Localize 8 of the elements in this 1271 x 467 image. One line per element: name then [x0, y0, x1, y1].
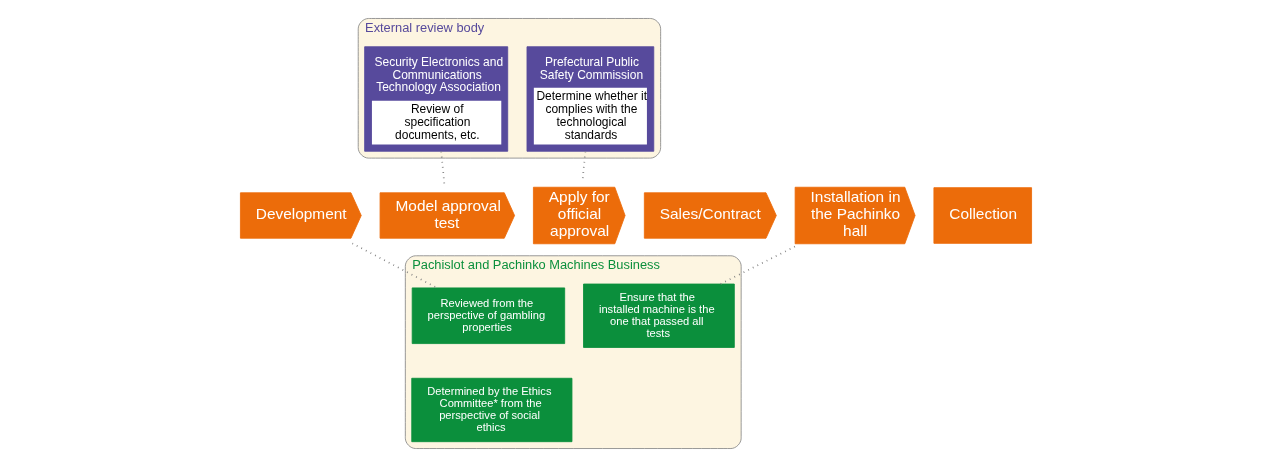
- node-box: Determined by the Ethics Committee* from the perspective of social ethics: [410, 377, 572, 443]
- node-box: Ensure that the installed machine is the one that passed all tests: [582, 283, 735, 348]
- node-box: Prefectural Public Safety Commission Determine whether it complies with the technological standards: [526, 46, 654, 152]
- node-box: Reviewed from the perspective of gambling properties: [411, 287, 565, 344]
- connector: [351, 242, 438, 289]
- node-box: Collection: [933, 187, 1032, 244]
- node-box: Security Electronics and Communications Technology Association Review of specification documents, etc.: [363, 46, 508, 152]
- connector: [719, 245, 796, 285]
